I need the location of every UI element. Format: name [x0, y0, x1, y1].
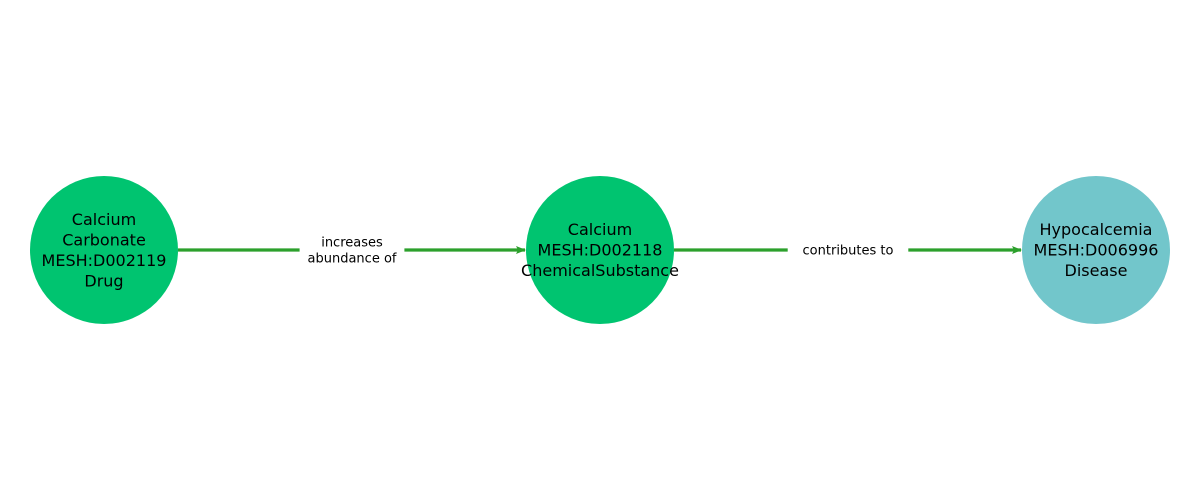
edge-label-line: contributes to — [803, 244, 894, 259]
edge-label-background — [787, 240, 909, 260]
edge-label-line: increases — [321, 236, 383, 251]
edge-calcium-to-hypocalcemia: contributes to — [674, 240, 1022, 260]
edge-label-line: abundance of — [308, 252, 397, 267]
node-label-line: MESH:D006996 — [1034, 241, 1159, 260]
node-label-line: MESH:D002118 — [538, 241, 663, 260]
node-label-line: MESH:D002119 — [42, 251, 167, 270]
node-label-line: ChemicalSubstance — [521, 261, 679, 280]
node-circle[interactable] — [1022, 176, 1170, 324]
edge-label-background — [299, 232, 405, 268]
node-label-line: Hypocalcemia — [1040, 220, 1153, 239]
node-label-line: Calcium — [568, 220, 632, 239]
node-label-line: Disease — [1065, 261, 1128, 280]
node-label-line: Drug — [84, 271, 123, 290]
node-circle[interactable] — [526, 176, 674, 324]
node-label-line: Carbonate — [62, 230, 146, 249]
node-label-line: Calcium — [72, 210, 136, 229]
node-circle[interactable] — [30, 176, 178, 324]
edge-label: contributes to — [803, 244, 894, 259]
